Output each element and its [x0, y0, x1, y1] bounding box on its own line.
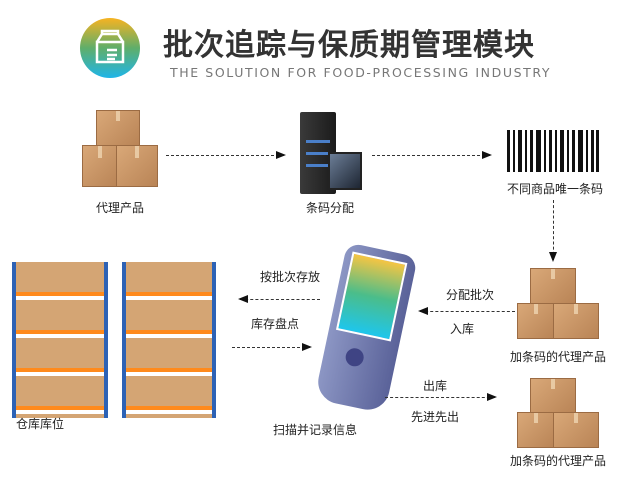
warehouse-shelf-icon — [122, 262, 216, 418]
edge-assign-batch: 分配批次 — [445, 288, 495, 302]
node-scanner: 扫描并记录信息 — [272, 423, 358, 437]
node-labeled-product-out: 加条码的代理产品 — [509, 454, 607, 468]
node-agent-product: 代理产品 — [95, 201, 145, 215]
food-package-icon — [80, 18, 140, 78]
node-warehouse: 仓库库位 — [15, 417, 65, 431]
page-subtitle: THE SOLUTION FOR FOOD-PROCESSING INDUSTR… — [170, 65, 552, 80]
node-unique-barcode: 不同商品唯一条码 — [506, 182, 604, 196]
arrow-right — [372, 151, 492, 159]
edge-store-by-batch: 按批次存放 — [259, 270, 321, 284]
arrow-left — [238, 295, 320, 303]
arrow-right — [232, 343, 312, 351]
edge-outbound: 出库 — [422, 379, 448, 393]
edge-fifo: 先进先出 — [410, 410, 460, 424]
handheld-scanner-icon — [314, 242, 418, 414]
arrow-left — [418, 307, 515, 315]
node-barcode-assign: 条码分配 — [305, 201, 355, 215]
monitor-icon — [328, 152, 362, 190]
page-title: 批次追踪与保质期管理模块 — [163, 28, 535, 63]
edge-inbound: 入库 — [449, 322, 475, 336]
barcode-icon — [507, 130, 599, 172]
edge-inventory-check: 库存盘点 — [250, 317, 300, 331]
warehouse-shelf-icon — [12, 262, 108, 418]
arrow-down — [549, 200, 557, 262]
arrow-right — [385, 393, 497, 401]
node-labeled-product-in: 加条码的代理产品 — [509, 350, 607, 364]
arrow-right — [166, 151, 286, 159]
